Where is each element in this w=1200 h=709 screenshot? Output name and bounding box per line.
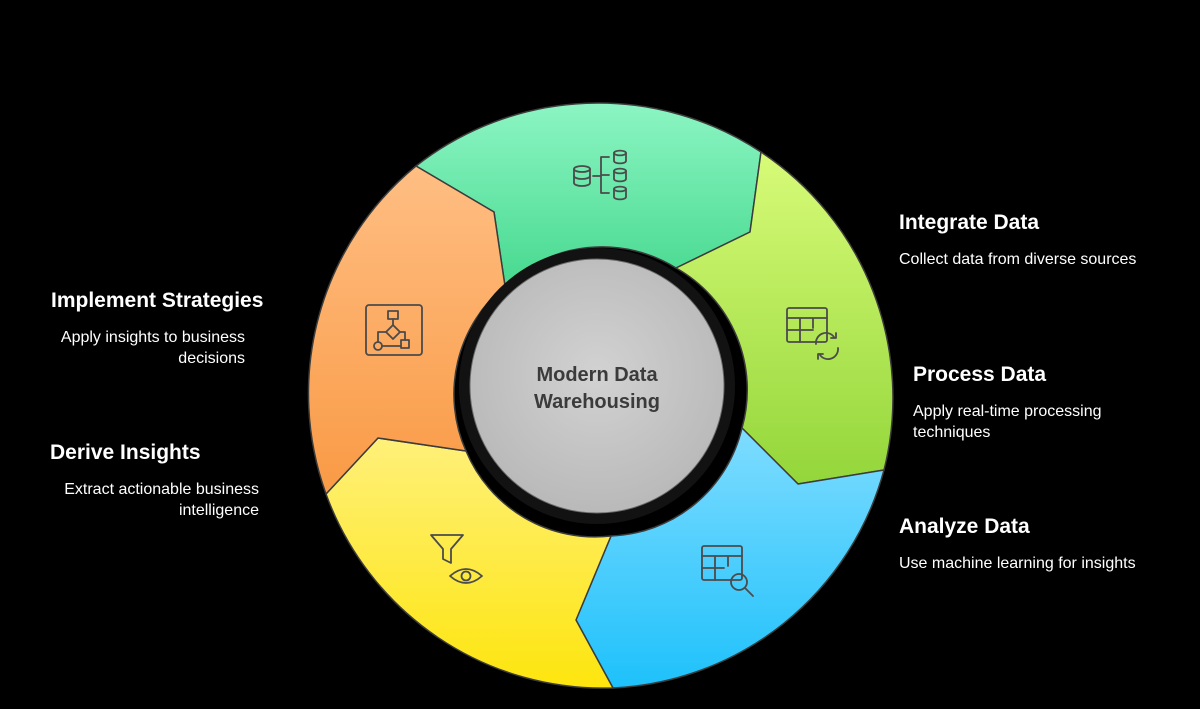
segment-analyze[interactable] (575, 427, 885, 689)
segment-process[interactable] (675, 151, 894, 485)
hub-circle (469, 258, 725, 514)
hub-title-line2: Warehousing (534, 391, 660, 413)
step-label-integrate: Integrate Data Collect data from diverse… (899, 210, 1184, 270)
step-desc-process: Apply real-time processing techniques (913, 403, 1102, 441)
step-desc-analyze: Use machine learning for insights (899, 555, 1136, 572)
segment-strategies[interactable] (307, 165, 506, 495)
hub-title-line1: Modern Data (536, 364, 658, 386)
segment-insights[interactable] (325, 437, 614, 689)
filter-eye-icon (430, 534, 483, 584)
step-label-insights: Derive Insights Extract actionable busin… (49, 440, 259, 521)
step-title-integrate: Integrate Data (899, 211, 1040, 234)
step-desc-insights: Extract actionable business intelligence (64, 481, 259, 519)
step-title-analyze: Analyze Data (899, 515, 1030, 538)
database-hierarchy-icon (573, 149, 627, 201)
step-desc-strategies: Apply insights to business decisions (60, 329, 245, 367)
step-title-insights: Derive Insights (50, 441, 201, 464)
table-search-icon (701, 545, 754, 597)
flowchart-icon (365, 304, 423, 356)
table-refresh-icon (786, 307, 839, 360)
step-label-process: Process Data Apply real-time processing … (913, 362, 1148, 443)
step-title-strategies: Implement Strategies (51, 289, 264, 312)
step-desc-integrate: Collect data from diverse sources (899, 251, 1137, 268)
step-title-process: Process Data (913, 363, 1047, 386)
step-label-strategies: Implement Strategies Apply insights to b… (45, 288, 264, 369)
step-label-analyze: Analyze Data Use machine learning for in… (899, 514, 1184, 574)
